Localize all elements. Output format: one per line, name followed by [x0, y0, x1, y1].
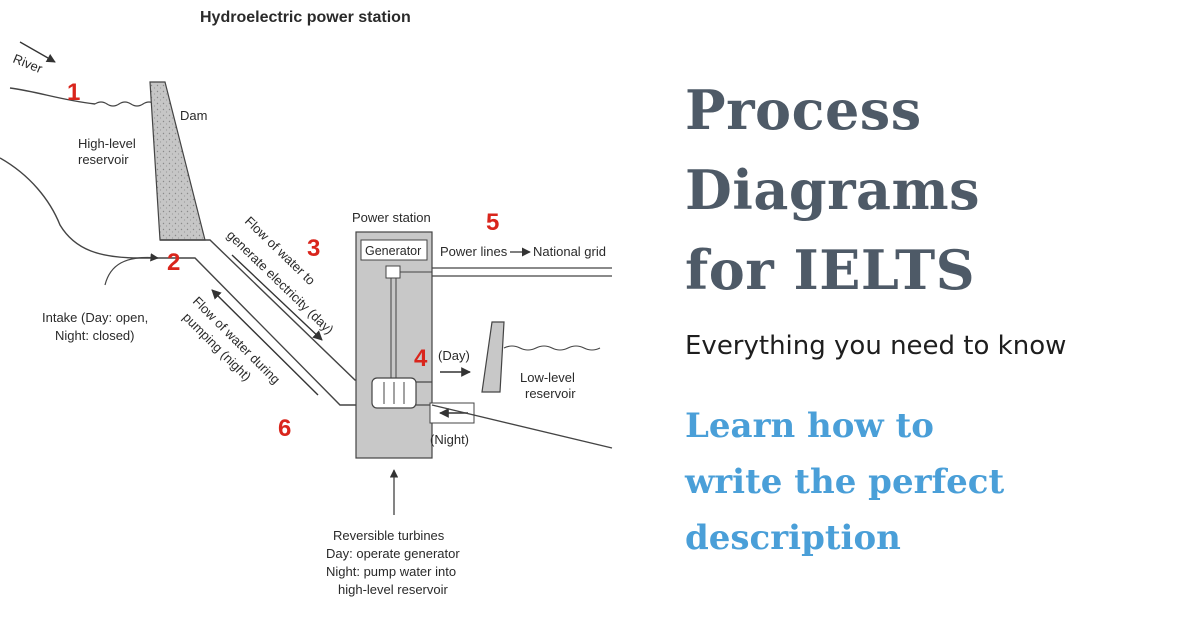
step-number: 3 [307, 235, 320, 262]
turbines-label-2: Day: operate generator [326, 546, 460, 561]
turbines-label-1: Reversible turbines [333, 528, 445, 543]
intake-pointer [104, 253, 159, 286]
national-grid-label: National grid [533, 244, 606, 259]
high-reservoir-label-2: reservoir [78, 152, 129, 167]
step-number: 1 [67, 79, 80, 106]
flow-day-arrow [231, 254, 323, 341]
low-reservoir-surface [503, 345, 601, 351]
headline-line: for IELTS [685, 238, 976, 302]
reservoir-bed [0, 157, 160, 259]
tagline-line: Learn how to [685, 406, 934, 446]
flow-night-arrow [211, 289, 319, 396]
diagram-title: Hydroelectric power station [200, 9, 411, 26]
step-number: 5 [486, 209, 499, 236]
promo-panel: Process Diagrams for IELTS Everything yo… [685, 70, 1185, 566]
low-level-dam [481, 321, 505, 393]
intake-label-1: Intake (Day: open, [42, 310, 148, 325]
low-reservoir-bed [431, 404, 613, 449]
river-bank-line [9, 87, 96, 105]
step-number: 6 [278, 415, 291, 442]
generator-box [360, 239, 428, 261]
tagline-line: write the perfect [685, 462, 1005, 502]
step-number: 4 [414, 345, 428, 372]
day-label: (Day) [438, 348, 470, 363]
river-arrow [19, 41, 56, 63]
night-label: (Night) [430, 432, 469, 447]
dam [149, 81, 206, 241]
low-reservoir-label-2: reservoir [525, 386, 576, 401]
turbines-label-4: high-level reservoir [338, 582, 448, 597]
hydroelectric-diagram: Hydroelectric power station River Dam Hi… [0, 9, 613, 597]
generator-unit [385, 265, 401, 279]
low-reservoir-label-1: Low-level [520, 370, 575, 385]
headline: Process Diagrams for IELTS [685, 70, 1185, 310]
power-station-label: Power station [352, 210, 431, 225]
generator-label: Generator [365, 244, 421, 258]
headline-line: Diagrams [685, 158, 981, 222]
high-reservoir-surface [94, 101, 156, 107]
river-label: River [11, 51, 45, 77]
step-number: 2 [167, 249, 180, 276]
tagline-line: description [685, 518, 901, 558]
tagline: Learn how to write the perfect descripti… [685, 398, 1185, 566]
subheading: Everything you need to know [685, 331, 1067, 361]
intake-label-2: Night: closed) [55, 328, 134, 343]
high-reservoir-label-1: High-level [78, 136, 136, 151]
turbines-label-3: Night: pump water into [326, 564, 456, 579]
power-lines-label: Power lines [440, 244, 508, 259]
headline-line: Process [685, 78, 922, 142]
dam-label: Dam [180, 108, 207, 123]
